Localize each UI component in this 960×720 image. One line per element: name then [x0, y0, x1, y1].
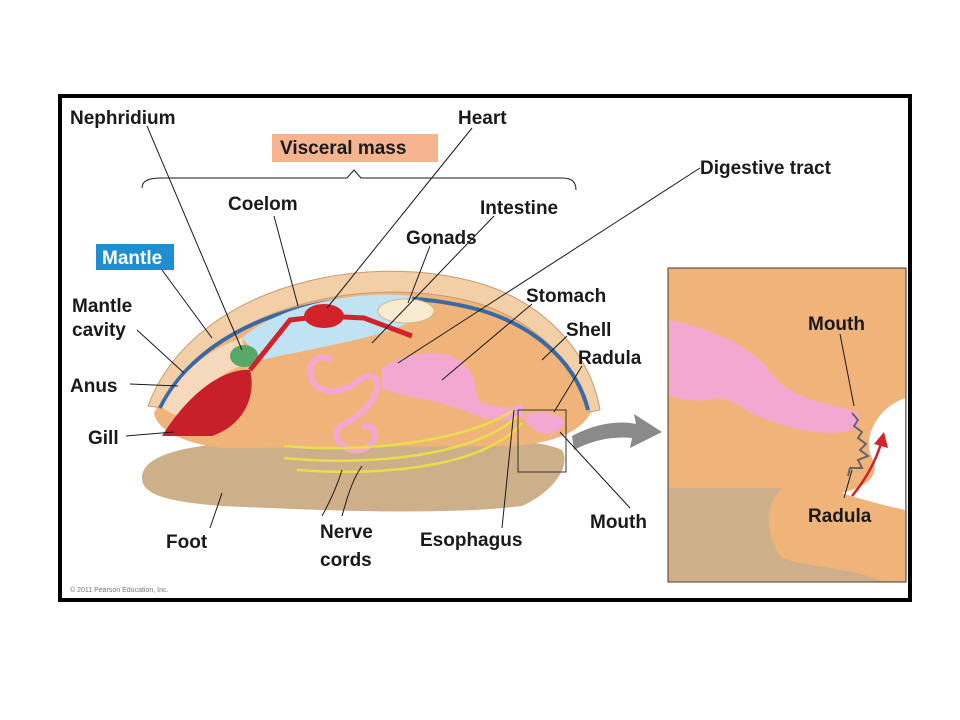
label-gonads: Gonads [406, 228, 477, 249]
leader-nephridium [146, 125, 243, 351]
leader-stomach [441, 303, 533, 381]
label-stomach: Stomach [526, 286, 606, 307]
leader-visceral-bracket [141, 169, 577, 191]
mantle-cavity-shading [162, 338, 247, 416]
leader-mouth [559, 431, 631, 509]
label-shell: Shell [566, 320, 611, 341]
leader-foot [209, 492, 223, 529]
inset-mouth-pink [669, 320, 860, 433]
leader-esophagus [501, 409, 515, 529]
label-nephridium: Nephridium [70, 108, 176, 129]
mantle-badge [96, 244, 174, 270]
inset-foot [669, 488, 882, 581]
zoom-arrow [572, 414, 662, 450]
label-foot: Foot [166, 532, 208, 553]
leader-mantle [161, 269, 213, 339]
label-mantle: Mantle [102, 248, 162, 269]
label-mantle-cavity-2: cavity [72, 320, 126, 341]
label-mouth: Mouth [590, 512, 647, 533]
gill [162, 369, 252, 436]
label-inset-radula: Radula [808, 506, 872, 527]
leader-nerve-cords [321, 465, 363, 517]
leader-inset-mouth [839, 333, 855, 407]
radula-inset [667, 267, 907, 583]
leader-coelom [273, 215, 299, 307]
label-coelom: Coelom [228, 194, 298, 215]
label-gill: Gill [88, 428, 119, 449]
leader-digestive-tract [397, 167, 701, 364]
mouth-region [524, 412, 564, 434]
gonads [377, 298, 435, 324]
leader-shell [541, 335, 568, 361]
inset-arrow-head [874, 432, 888, 448]
leader-mantle-cavity [136, 329, 185, 374]
leader-anus [129, 383, 179, 387]
leader-intestine [371, 215, 495, 344]
radula-teeth [847, 412, 871, 477]
label-visceral-mass: Visceral mass [280, 138, 406, 159]
label-digestive-tract: Digestive tract [700, 158, 832, 179]
leader-gill [125, 431, 175, 437]
label-mantle-cavity-1: Mantle [72, 296, 132, 317]
visceral-mass-badge [272, 134, 438, 162]
label-inset-mouth: Mouth [808, 314, 865, 335]
leader-radula [553, 365, 583, 413]
heart [304, 304, 344, 328]
mollusc-diagram-panel: Nephridium Heart Visceral mass Digestive… [62, 98, 908, 598]
inset-mouth-opening [842, 398, 905, 510]
nerve-cords [283, 408, 523, 473]
leader-inset-radula [843, 469, 853, 499]
label-anus: Anus [70, 376, 118, 397]
label-nerve-cords-1: Nerve [320, 522, 373, 543]
mantle-band [158, 295, 590, 411]
zoom-box [517, 409, 567, 473]
label-radula: Radula [578, 348, 642, 369]
stomach [382, 353, 524, 421]
label-intestine: Intestine [480, 198, 558, 219]
shell [147, 270, 601, 413]
copyright-credit: © 2011 Pearson Education, Inc. [70, 586, 168, 594]
label-esophagus: Esophagus [420, 530, 522, 551]
nephridium [230, 345, 258, 367]
label-heart: Heart [458, 108, 507, 129]
mollusc-anatomy-diagram: Nephridium Heart Visceral mass Digestive… [70, 108, 907, 594]
leader-heart [326, 127, 473, 309]
leader-gonads [407, 245, 431, 304]
label-nerve-cords-2: cords [320, 550, 372, 571]
